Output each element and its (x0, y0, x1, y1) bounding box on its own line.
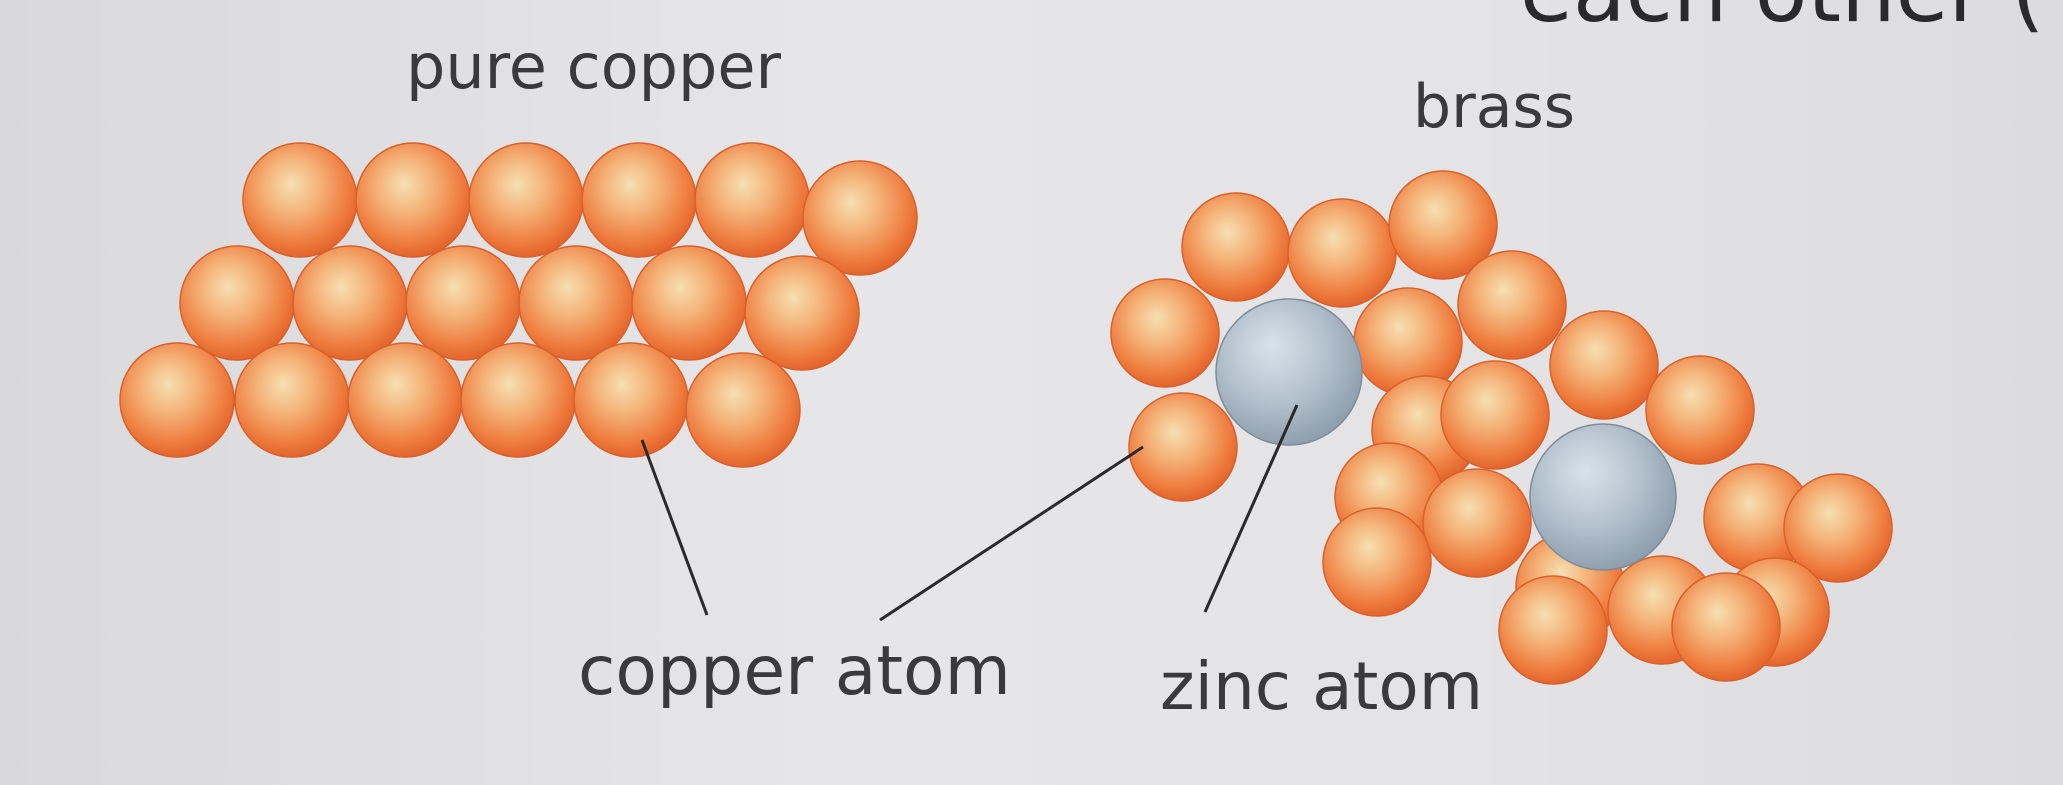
zinc-atom-label: zinc atom (1160, 648, 1484, 725)
copper-atom (744, 255, 860, 371)
copper-atom (802, 160, 918, 276)
copper-atom (1322, 507, 1432, 617)
copper-atom (355, 142, 471, 258)
copper-atom (468, 142, 584, 258)
copper-atom (1457, 250, 1567, 360)
copper-atom-leader-line (879, 445, 1144, 622)
copper-atom (1110, 278, 1220, 388)
atoms-layer (119, 142, 1893, 685)
copper-atom (518, 245, 634, 361)
copper-atom (631, 245, 747, 361)
copper-atom (694, 142, 810, 258)
copper-atom (292, 245, 408, 361)
copper-atom (1287, 198, 1397, 308)
brass-title: brass (1413, 72, 1576, 142)
copper-atom (1498, 575, 1608, 685)
copper-atom (573, 342, 689, 458)
copper-atom (405, 245, 521, 361)
copper-atom (242, 142, 358, 258)
copper-atom-label: copper atom (578, 632, 1011, 711)
copper-atom (460, 342, 576, 458)
copper-atom (1422, 468, 1532, 578)
copper-atom (1181, 192, 1291, 302)
copper-atom (1783, 473, 1893, 583)
copper-atom (1645, 355, 1755, 465)
copper-atom (1128, 392, 1238, 502)
zinc-atom-leader-line (1203, 404, 1299, 613)
copper-atom-leader-line (640, 439, 709, 616)
copper-atom (119, 342, 235, 458)
partial-top-text: each other ( (1520, 0, 2045, 42)
zinc-atom (1215, 298, 1363, 446)
pure-copper-title: pure copper (406, 30, 781, 103)
copper-atom (347, 342, 463, 458)
copper-atom (179, 245, 295, 361)
copper-atom (685, 352, 801, 468)
copper-atom (1671, 572, 1781, 682)
copper-atom (1440, 360, 1550, 470)
copper-atom (234, 342, 350, 458)
copper-atom (1549, 310, 1659, 420)
zinc-atom (1529, 423, 1677, 571)
leader-lines (640, 404, 1299, 622)
copper-atom (581, 142, 697, 258)
copper-atom (1388, 170, 1498, 280)
